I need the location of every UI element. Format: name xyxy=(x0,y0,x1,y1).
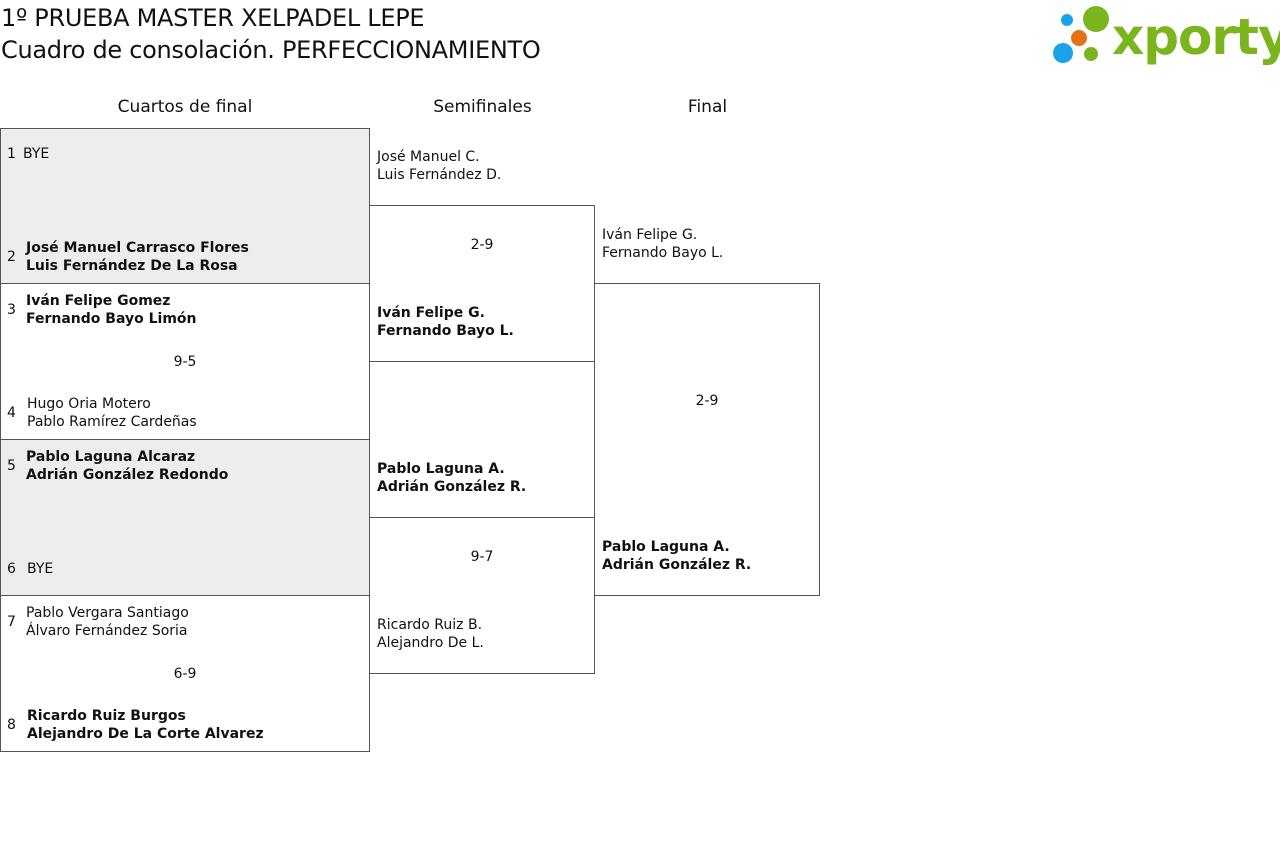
team-player-2: Adrián González Redondo xyxy=(26,467,229,483)
seed-number: 2 xyxy=(7,249,16,265)
team-player-1: Pablo Laguna A. xyxy=(602,539,730,555)
team-player-2: Luis Fernández De La Rosa xyxy=(26,258,238,274)
match-score: 6-9 xyxy=(173,666,197,682)
team-entry-winner: Iván Felipe G. Fernando Bayo L. xyxy=(377,304,514,340)
team-entry-winner: Pablo Laguna Alcaraz Adrián González Red… xyxy=(26,448,228,484)
team-player-2: Fernando Bayo L. xyxy=(602,245,724,261)
team-player-1: Pablo Laguna A. xyxy=(377,461,505,477)
round-header-quarters: Cuartos de final xyxy=(117,97,253,117)
team-player-1: José Manuel C. xyxy=(377,149,480,165)
team-entry: Iván Felipe G. Fernando Bayo L. xyxy=(602,226,723,262)
team-entry-winner: Pablo Laguna A. Adrián González R. xyxy=(602,538,751,574)
team-entry: Ricardo Ruiz B. Alejandro De L. xyxy=(377,616,484,652)
team-player-1: BYE xyxy=(27,561,54,577)
team-player-2: Luis Fernández D. xyxy=(377,167,502,183)
team-player-1: Ricardo Ruiz B. xyxy=(377,617,483,633)
seed-number: 3 xyxy=(7,302,16,318)
team-entry-winner: José Manuel Carrasco Flores Luis Fernánd… xyxy=(26,239,249,275)
final-match xyxy=(594,283,820,596)
team-player-1: Pablo Vergara Santiago xyxy=(26,605,189,621)
logo-wordmark: xporty xyxy=(1112,8,1280,66)
team-entry: Hugo Oria Motero Pablo Ramírez Cardeñas xyxy=(27,395,197,431)
team-entry: BYE xyxy=(27,560,53,578)
team-player-1: Iván Felipe G. xyxy=(377,305,485,321)
team-player-2: Fernando Bayo Limón xyxy=(26,311,197,327)
team-player-1: Ricardo Ruiz Burgos xyxy=(27,708,186,724)
team-entry: Pablo Vergara Santiago Álvaro Fernández … xyxy=(26,604,189,640)
team-player-2: Alejandro De L. xyxy=(377,635,484,651)
round-header-final: Final xyxy=(687,97,728,117)
draw-subtitle: Cuadro de consolación. PERFECCIONAMIENTO xyxy=(1,36,541,64)
seed-number: 5 xyxy=(7,458,16,474)
team-entry-winner: Ricardo Ruiz Burgos Alejandro De La Cort… xyxy=(27,707,264,743)
tournament-title: 1º PRUEBA MASTER XELPADEL LEPE xyxy=(1,4,425,32)
team-player-2: Alejandro De La Corte Alvarez xyxy=(27,726,264,742)
team-player-2: Pablo Ramírez Cardeñas xyxy=(27,414,197,430)
match-score: 2-9 xyxy=(695,393,719,409)
seed-number: 1 xyxy=(7,146,16,162)
xporty-logo: xporty xyxy=(1050,4,1280,66)
match-score: 2-9 xyxy=(470,237,494,253)
seed-number: 6 xyxy=(7,561,16,577)
logo-dots-icon xyxy=(1053,6,1109,63)
quarter-match-1 xyxy=(0,128,370,284)
team-player-1: Iván Felipe G. xyxy=(602,227,698,243)
team-player-2: Adrián González R. xyxy=(377,479,527,495)
quarter-match-3 xyxy=(0,439,370,596)
team-player-2: Fernando Bayo L. xyxy=(377,323,514,339)
team-player-2: Álvaro Fernández Soria xyxy=(26,623,188,639)
team-player-1: Pablo Laguna Alcaraz xyxy=(26,449,196,465)
seed-number: 8 xyxy=(7,717,16,733)
seed-number: 7 xyxy=(7,614,16,630)
seed-number: 4 xyxy=(7,405,16,421)
match-score: 9-5 xyxy=(173,354,197,370)
team-entry: José Manuel C. Luis Fernández D. xyxy=(377,148,501,184)
round-header-semis: Semifinales xyxy=(433,97,532,117)
team-entry-winner: Pablo Laguna A. Adrián González R. xyxy=(377,460,526,496)
team-player-1: José Manuel Carrasco Flores xyxy=(26,240,249,256)
team-entry-winner: Iván Felipe Gomez Fernando Bayo Limón xyxy=(26,292,197,328)
match-score: 9-7 xyxy=(470,549,494,565)
team-player-1: Hugo Oria Motero xyxy=(27,396,151,412)
team-player-1: Iván Felipe Gomez xyxy=(26,293,171,309)
team-player-1: BYE xyxy=(23,146,50,162)
team-entry: BYE xyxy=(23,145,49,163)
team-player-2: Adrián González R. xyxy=(602,557,752,573)
